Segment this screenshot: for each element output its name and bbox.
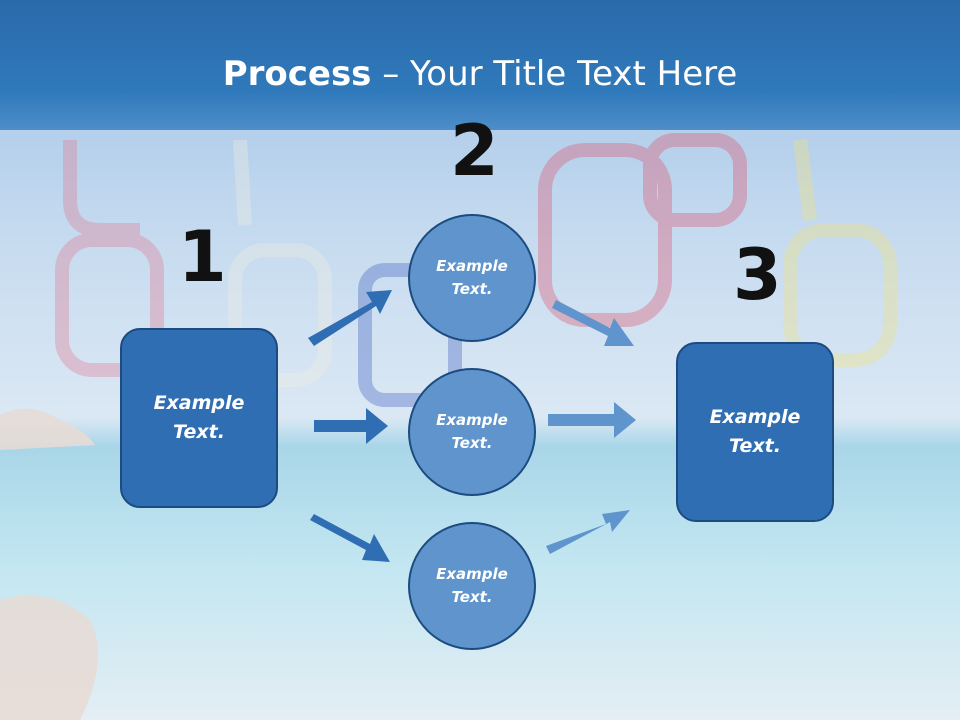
step-number-2: 2 xyxy=(450,110,499,192)
step-2-circle-middle: Example Text. xyxy=(408,368,536,496)
step-1-label: Example Text. xyxy=(153,392,245,443)
step-number-3: 3 xyxy=(733,234,782,316)
circle-bottom-label: Example Text. xyxy=(436,565,508,606)
step-2-circle-bottom: Example Text. xyxy=(408,522,536,650)
slide-title: Process – Your Title Text Here xyxy=(0,52,960,96)
title-rest: – Your Title Text Here xyxy=(371,54,738,94)
step-3-box: Example Text. xyxy=(676,342,834,522)
step-number-1: 1 xyxy=(178,216,227,298)
title-bold: Process xyxy=(222,54,372,94)
step-1-box: Example Text. xyxy=(120,328,278,508)
step-2-circle-top: Example Text. xyxy=(408,214,536,342)
title-band xyxy=(0,0,960,130)
circle-middle-label: Example Text. xyxy=(436,411,508,452)
step-3-label: Example Text. xyxy=(709,406,801,457)
circle-top-label: Example Text. xyxy=(436,257,508,298)
